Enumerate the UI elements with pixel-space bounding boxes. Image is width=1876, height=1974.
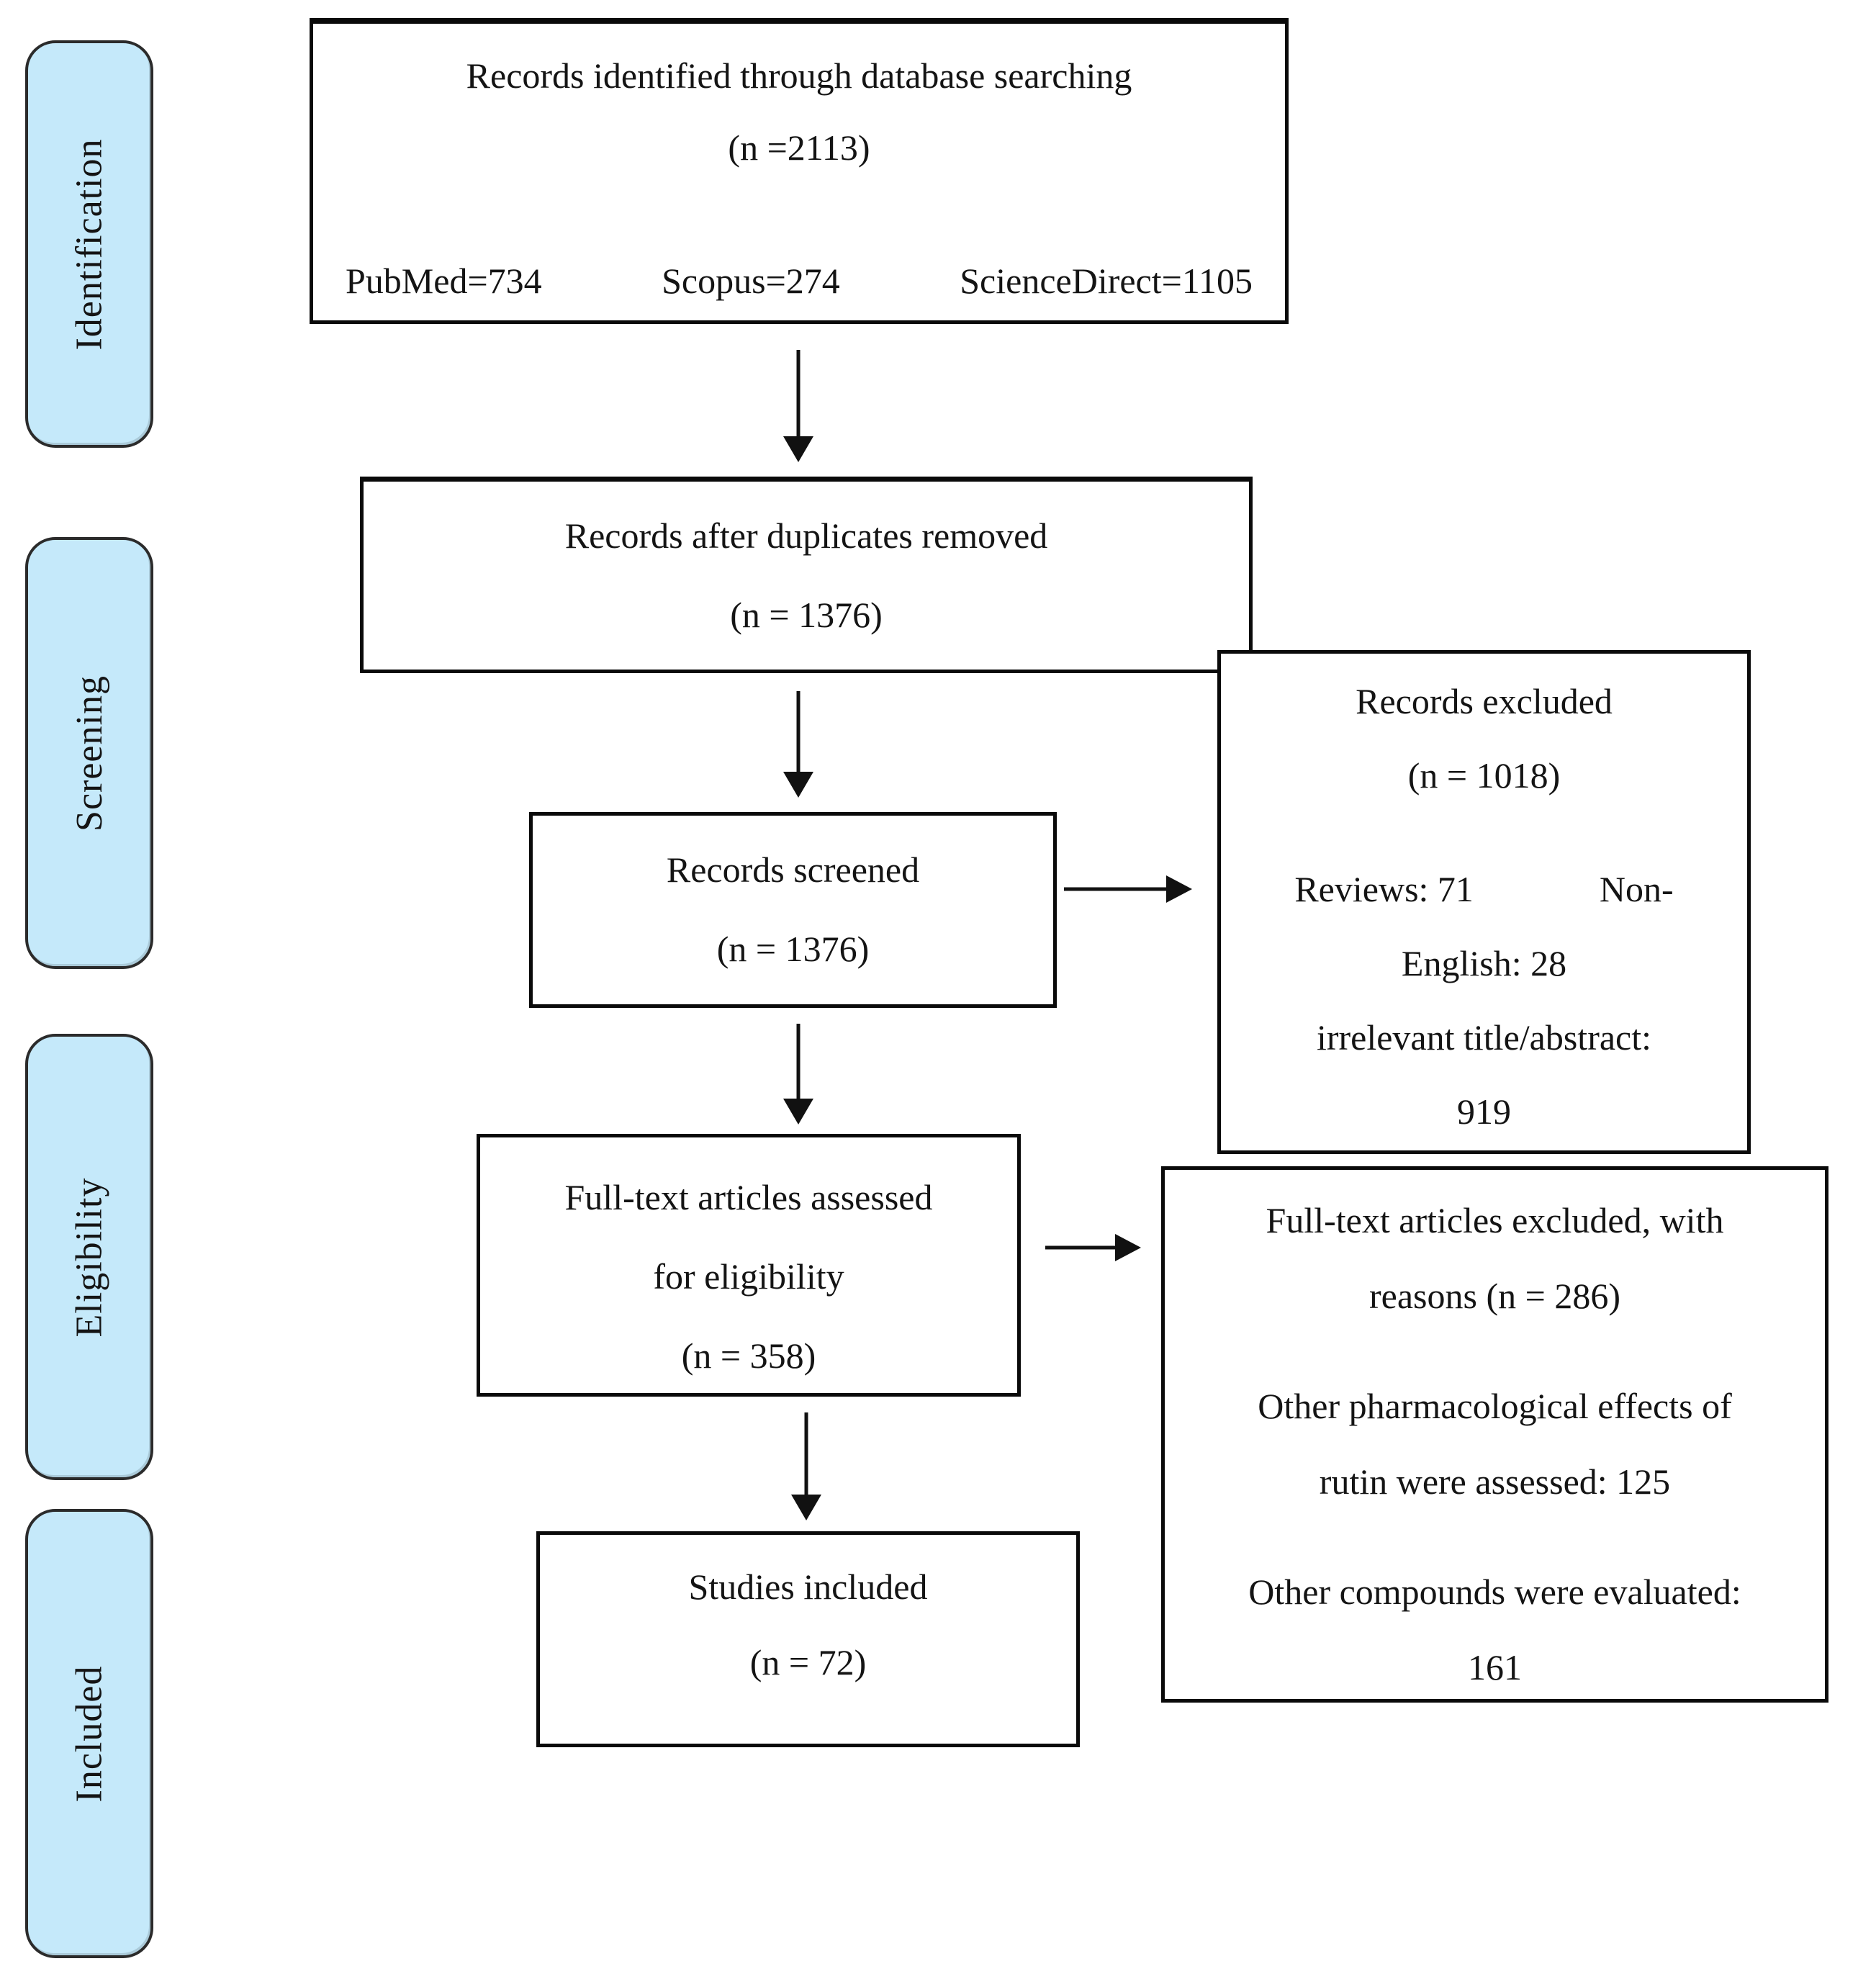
records-identified-count: (n =2113) [728, 127, 870, 168]
duplicates-removed-title: Records after duplicates removed [564, 515, 1048, 556]
stage-identification-label: Identification [68, 138, 110, 351]
arrow-duplicates-to-screened [783, 691, 814, 798]
box-records-excluded: Records excluded (n = 1018) Reviews: 71 … [1217, 650, 1751, 1154]
reason-pharmacological-line1: Other pharmacological effects of [1258, 1386, 1732, 1426]
box-fulltext-assessed: Full-text articles assessed for eligibil… [477, 1134, 1021, 1397]
box-fulltext-excluded: Full-text articles excluded, with reason… [1161, 1166, 1828, 1703]
duplicates-removed-count: (n = 1376) [730, 595, 883, 635]
reason-other-compounds-line1: Other compounds were evaluated: [1248, 1572, 1741, 1612]
studies-included-title: Studies included [688, 1567, 928, 1607]
arrow-screened-to-fulltext-assessed [783, 1024, 814, 1125]
fulltext-excluded-title-line1: Full-text articles excluded, with [1266, 1200, 1724, 1240]
studies-included-count: (n = 72) [749, 1642, 867, 1682]
fulltext-assessed-title-line2: for eligibility [653, 1256, 844, 1297]
records-excluded-reasons: Reviews: 71 Non- English: 28 irrelevant … [1294, 852, 1673, 1149]
arrow-identified-to-duplicates [783, 350, 814, 462]
stage-included-label: Included [68, 1665, 110, 1802]
source-sciencedirect: ScienceDirect=1105 [960, 261, 1253, 301]
records-identified-title: Records identified through database sear… [466, 55, 1132, 96]
reason-other-compounds-line2: 161 [1467, 1647, 1522, 1687]
box-duplicates-removed: Records after duplicates removed (n = 13… [360, 477, 1253, 673]
stage-eligibility: Eligibility [25, 1034, 153, 1480]
excluded-reason-english: English: 28 [1401, 943, 1567, 983]
stage-screening-label: Screening [68, 675, 110, 831]
excluded-reason-irrelevant-count: 919 [1457, 1091, 1511, 1132]
records-identified-sources: PubMed=734 Scopus=274 ScienceDirect=1105 [313, 245, 1285, 317]
source-scopus: Scopus=274 [662, 261, 840, 301]
arrow-fulltext-assessed-to-studies-included [790, 1412, 822, 1520]
fulltext-excluded-reason-other-compounds: Other compounds were evaluated: 161 [1248, 1554, 1741, 1705]
box-studies-included: Studies included (n = 72) [536, 1531, 1080, 1747]
records-excluded-count: (n = 1018) [1407, 755, 1561, 796]
stage-eligibility-label: Eligibility [68, 1177, 110, 1337]
fulltext-excluded-reason-pharmacological: Other pharmacological effects of rutin w… [1258, 1369, 1732, 1520]
fulltext-assessed-title-line1: Full-text articles assessed [564, 1177, 933, 1217]
excluded-reason-irrelevant: irrelevant title/abstract: [1316, 1017, 1652, 1058]
stage-identification: Identification [25, 40, 153, 448]
fulltext-assessed-count: (n = 358) [681, 1335, 816, 1376]
records-excluded-title: Records excluded [1356, 681, 1613, 721]
source-pubmed: PubMed=734 [346, 261, 542, 301]
stage-screening: Screening [25, 537, 153, 969]
arrow-screened-to-records-excluded [1064, 873, 1192, 905]
box-records-screened: Records screened (n = 1376) [529, 812, 1057, 1008]
fulltext-excluded-title-line2: reasons (n = 286) [1369, 1276, 1620, 1316]
stage-included: Included [25, 1509, 153, 1958]
records-screened-count: (n = 1376) [716, 929, 870, 969]
box-records-identified: Records identified through database sear… [310, 18, 1289, 324]
records-screened-title: Records screened [666, 849, 920, 890]
arrow-fulltext-assessed-to-fulltext-excluded [1045, 1232, 1141, 1263]
excluded-reason-reviews: Reviews: 71 Non- [1294, 869, 1674, 909]
reason-pharmacological-line2: rutin were assessed: 125 [1319, 1461, 1671, 1502]
